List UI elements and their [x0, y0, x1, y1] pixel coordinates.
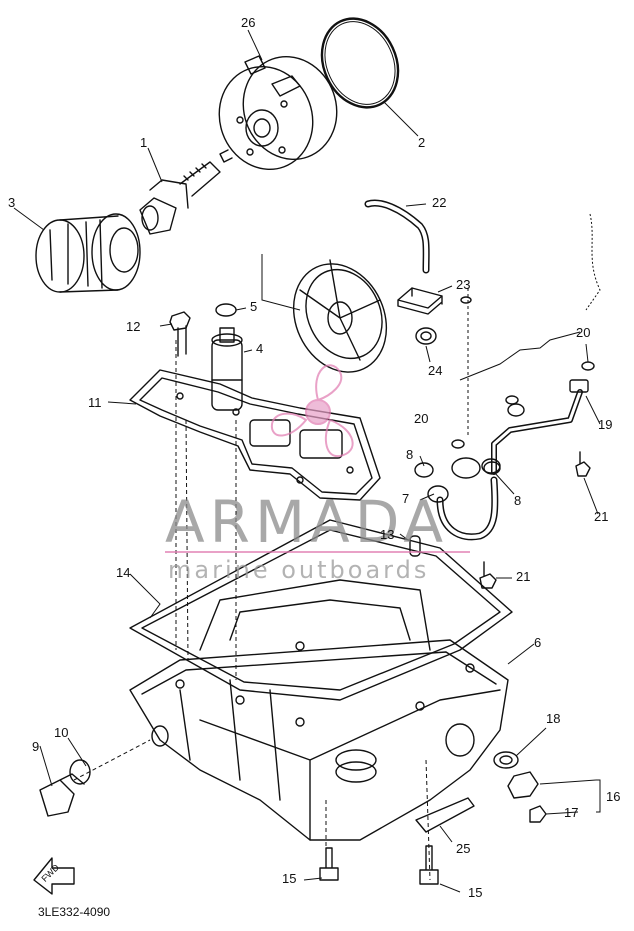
- callout-10: 10: [54, 725, 69, 740]
- callout-6: 6: [534, 635, 542, 650]
- oil-pipe-part: [409, 379, 589, 557]
- gasket-11-part: [129, 369, 381, 501]
- callout-11: 11: [88, 395, 102, 410]
- callout-3: 3: [8, 195, 16, 210]
- o-ring-5-part: [215, 303, 237, 317]
- callout-26: 26: [241, 15, 256, 30]
- callout-13: 13: [380, 527, 395, 542]
- oil-filter-part: [35, 213, 141, 293]
- callout-2: 2: [418, 135, 426, 150]
- bolt-12-part: [169, 311, 191, 357]
- drain-bolt-part: [39, 773, 85, 817]
- watermark-logo: [270, 364, 354, 458]
- relief-valve-part: [211, 327, 243, 411]
- callout-9: 9: [32, 739, 40, 754]
- washer-24-part: [415, 327, 437, 345]
- fwd-arrow-icon: [33, 857, 75, 895]
- callout-14: 14: [116, 565, 131, 580]
- callout-19: 19: [598, 417, 613, 432]
- o-ring-part: [320, 17, 400, 109]
- callout-22: 22: [432, 195, 447, 210]
- callout-12: 12: [126, 319, 141, 334]
- callout-15-right: 15: [468, 885, 483, 900]
- callout-20-upper: 20: [576, 325, 591, 340]
- callout-25: 25: [456, 841, 471, 856]
- gasket-14-part: [129, 519, 513, 701]
- diagram-code: 3LE332-4090: [38, 905, 111, 919]
- callout-17: 17: [564, 805, 579, 820]
- bracket-23-part: [397, 287, 443, 315]
- callout-20-lower: 20: [414, 411, 429, 426]
- oil-cooler-part: [218, 55, 338, 171]
- callout-5: 5: [250, 299, 258, 314]
- callout-8-right: 8: [514, 493, 522, 508]
- callout-21-right: 21: [594, 509, 609, 524]
- callout-16: 16: [606, 789, 621, 804]
- callout-21-center: 21: [516, 569, 531, 584]
- callout-24: 24: [428, 363, 443, 378]
- callout-15-left: 15: [282, 871, 297, 886]
- callout-4: 4: [256, 341, 264, 356]
- pipe-22-part: [364, 199, 430, 274]
- union-bolt-part: [139, 161, 221, 235]
- callout-7: 7: [402, 491, 410, 506]
- oil-pan-part: [129, 579, 509, 841]
- callout-1: 1: [140, 135, 148, 150]
- callout-18: 18: [546, 711, 561, 726]
- callout-23: 23: [456, 277, 471, 292]
- callout-8-left: 8: [406, 447, 414, 462]
- watermark-tagline: marine outboards: [168, 556, 430, 584]
- watermark-brand: ARMADA: [165, 488, 449, 556]
- strainer-part: [292, 259, 388, 373]
